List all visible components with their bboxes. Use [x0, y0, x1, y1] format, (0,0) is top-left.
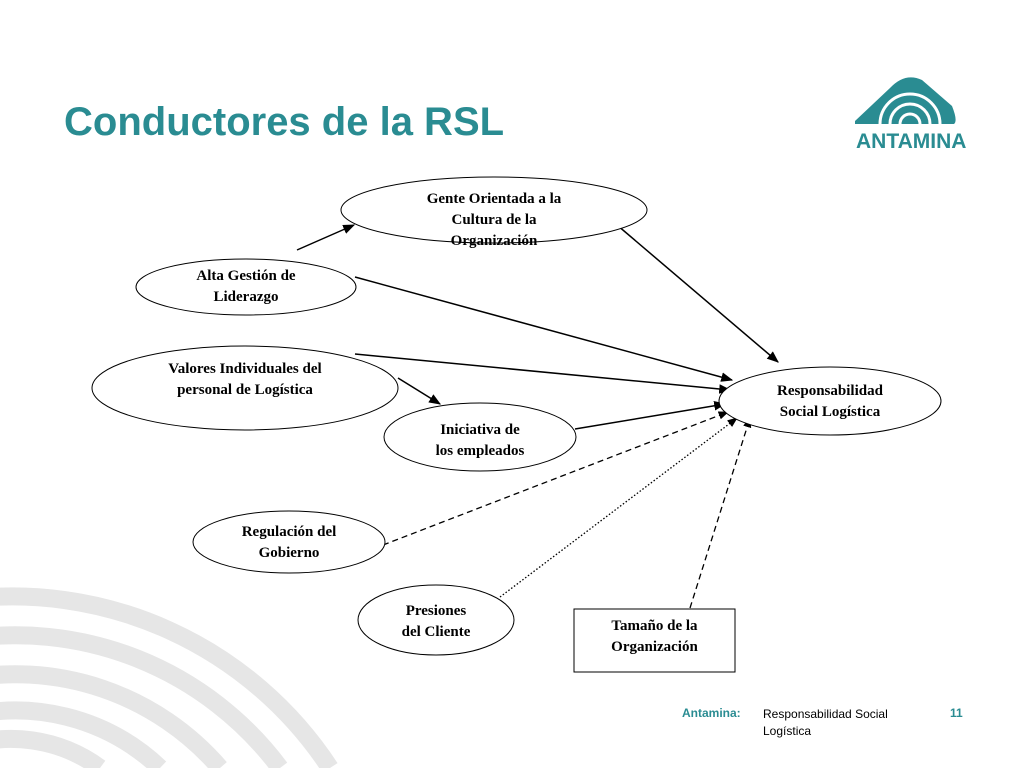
node-valores-individuales: [91, 345, 399, 431]
antamina-logo-text: ANTAMINA: [856, 130, 967, 153]
node-presiones: [357, 584, 515, 656]
arrow-gente-to-responsabilidad: [616, 224, 779, 363]
node-responsabilidad-social-label: Responsabilidad Social Logística: [777, 383, 883, 420]
footer-page-number: 11: [950, 706, 963, 720]
arrow-valores-to-iniciativa: [397, 377, 442, 405]
node-iniciativa-label: Iniciativa de los empleados: [435, 422, 525, 459]
node-iniciativa: [383, 402, 577, 472]
node-tamano-label: Tamaño de la Organización: [611, 618, 698, 655]
arrow-alta-to-responsabilidad: [354, 276, 734, 382]
node-tamano: [573, 608, 736, 673]
slide-title: Conductores de la RSL: [64, 100, 505, 144]
dotted-arrow-presiones-to-responsabilidad: [499, 417, 738, 598]
node-responsabilidad-social: [718, 366, 942, 436]
antamina-logo: ANTAMINA: [850, 66, 966, 166]
node-gente-orientada: [340, 176, 648, 244]
dashed-arrow-tamano-to-responsabilidad: [689, 417, 752, 609]
footer-brand: Antamina:: [682, 706, 741, 720]
arrow-iniciativa-to-responsabilidad: [574, 401, 727, 430]
node-regulacion-label: Regulación del Gobierno: [241, 524, 337, 561]
node-alta-gestion-label: Alta Gestión de Liderazgo: [196, 268, 296, 305]
dashed-arrow-regulacion-to-responsabilidad: [382, 411, 729, 546]
node-gente-orientada-label: Gente Orientada a la Cultura de la Organ…: [426, 191, 562, 249]
arrow-alta-to-gente: [296, 224, 356, 251]
node-presiones-label: Presiones del Cliente: [401, 603, 471, 640]
arrow-valores-to-responsabilidad: [354, 353, 732, 394]
node-valores-individuales-label: Valores Individuales del personal de Log…: [168, 361, 322, 398]
antamina-logo-mark-icon: [855, 77, 956, 125]
node-alta-gestion: [135, 258, 357, 316]
node-regulacion: [192, 510, 386, 574]
footer-title: Responsabilidad Social Logística: [763, 707, 888, 738]
